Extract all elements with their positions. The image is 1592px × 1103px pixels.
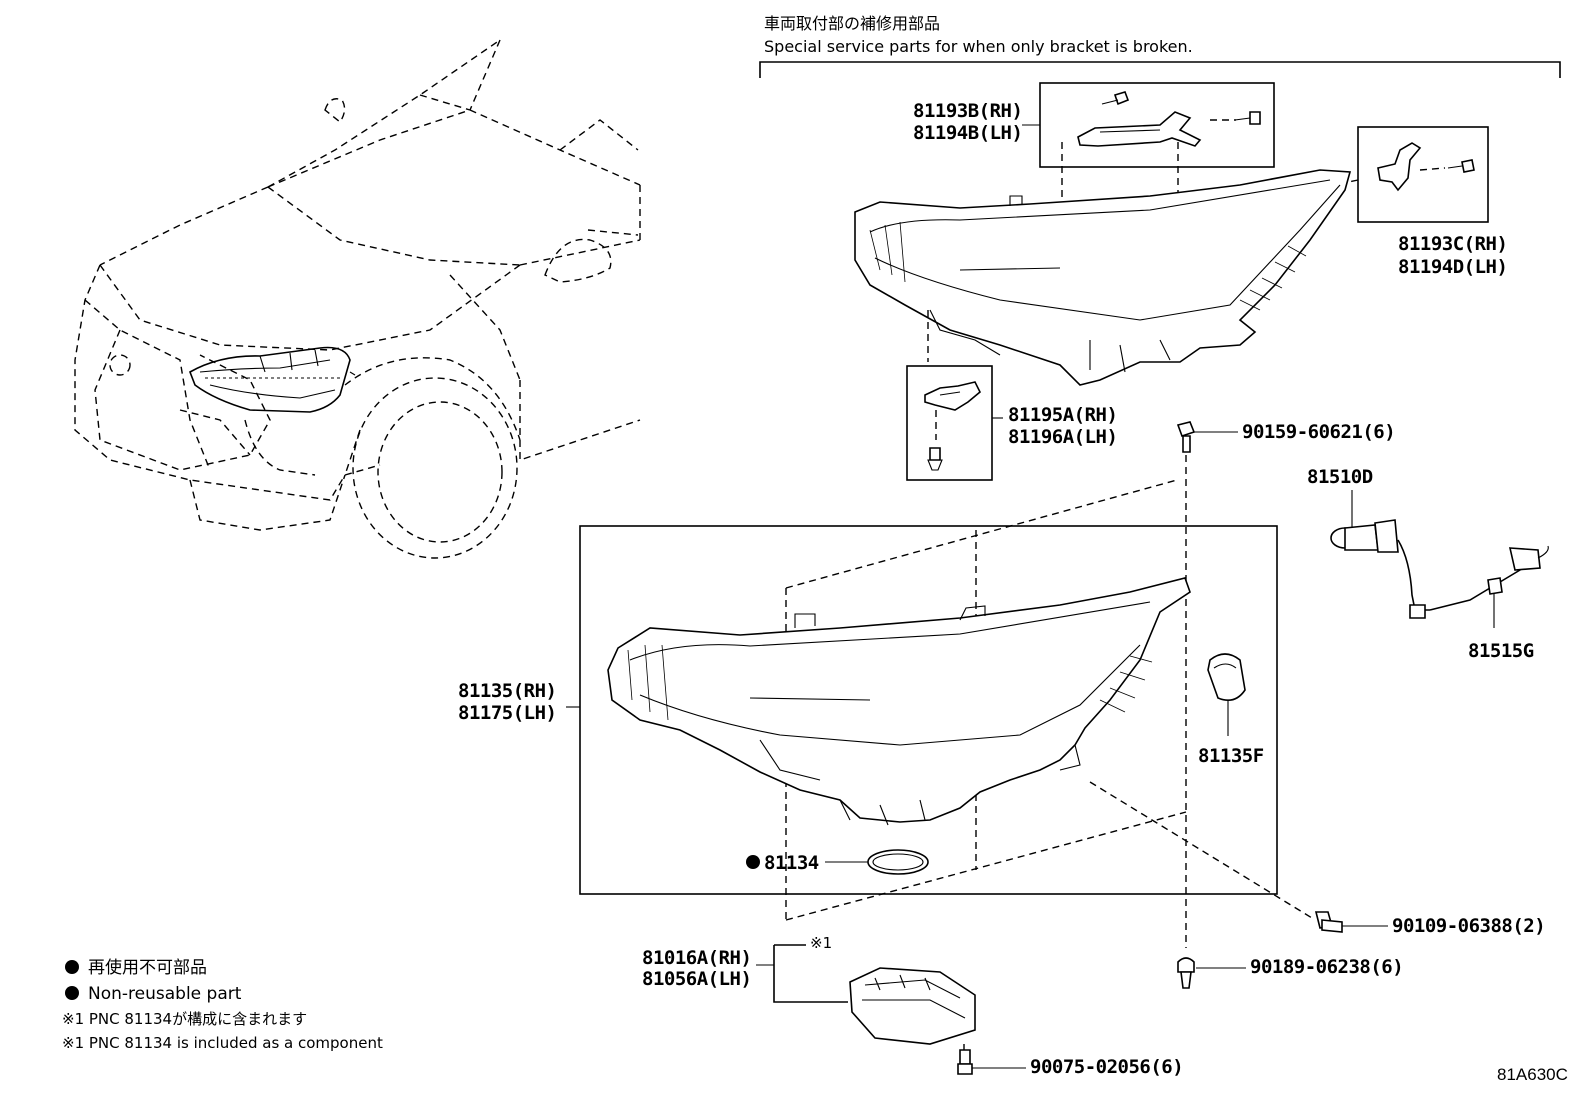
bulb-socket-81510d	[1330, 519, 1399, 553]
label-81175: 81175(LH)	[458, 702, 556, 724]
label-81016a: 81016A(RH)	[642, 947, 751, 969]
vehicle-illustration	[74, 39, 641, 559]
ecu-module-81016a	[849, 967, 976, 1045]
screw-90159-icon	[1176, 421, 1196, 453]
label-81193c: 81193C(RH)	[1398, 233, 1507, 255]
illustration-code: 81A630C	[1497, 1065, 1568, 1084]
label-81134: 81134	[764, 852, 819, 874]
screw-90109-icon	[1314, 911, 1343, 933]
note-ref-label: ※1	[810, 934, 832, 952]
bracket-81193c-group	[1319, 126, 1489, 223]
wire-harness-81515g	[1397, 539, 1549, 619]
label-81510d: 81510D	[1307, 466, 1373, 488]
label-90159: 90159-60621(6)	[1242, 421, 1395, 443]
label-81194b: 81194B(LH)	[913, 122, 1022, 144]
label-81515g: 81515G	[1468, 640, 1534, 662]
legend: 再使用不可部品 Non-reusable part ※1 PNC 81134が構…	[62, 957, 383, 1052]
legend-dot-icon-2	[65, 986, 79, 1000]
label-81135f: 81135F	[1198, 745, 1264, 767]
bracket-81193b-group	[1039, 82, 1275, 205]
label-81193b: 81193B(RH)	[913, 100, 1022, 122]
header-en: Special service parts for when only brac…	[764, 37, 1193, 56]
legend-note1-jp: ※1 PNC 81134が構成に含まれます	[62, 1010, 307, 1028]
bracket-81193b-shape	[1077, 111, 1202, 147]
legend-nonreuse-jp: 再使用不可部品	[88, 957, 207, 978]
bracket-81195a-box	[906, 365, 993, 481]
label-81194d: 81194D(LH)	[1398, 256, 1507, 278]
cover-cap-81135f	[1207, 653, 1246, 701]
label-81196a: 81196A(LH)	[1008, 426, 1117, 448]
screw-90075-icon	[957, 1049, 973, 1075]
service-parts-header: 車両取付部の補修用部品 Special service parts for wh…	[759, 14, 1561, 78]
bracket-81195a-group	[906, 365, 993, 481]
main-headlamp-housing	[607, 577, 1191, 823]
upper-headlamp-housing	[854, 169, 1352, 386]
upper-headlamp-assembly	[854, 169, 1352, 386]
bracket-81193c-shape	[1377, 142, 1422, 192]
bracket-81193c-box	[1357, 126, 1489, 223]
main-headlamp-box	[579, 525, 1278, 895]
label-81056a: 81056A(LH)	[642, 968, 751, 990]
legend-nonreuse-en: Non-reusable part	[88, 984, 242, 1004]
bracket-81195a-shape	[924, 381, 981, 411]
label-90189: 90189-06238(6)	[1250, 956, 1403, 978]
label-81195a: 81195A(RH)	[1008, 404, 1117, 426]
nonreusable-dot-icon	[746, 855, 760, 869]
clip-90189-icon	[1177, 957, 1195, 989]
label-90109: 90109-06388(2)	[1392, 915, 1545, 937]
gasket-81134	[867, 849, 929, 875]
legend-note1-en: ※1 PNC 81134 is included as a component	[62, 1034, 383, 1052]
label-81135: 81135(RH)	[458, 680, 556, 702]
legend-dot-icon-1	[65, 960, 79, 974]
label-90075: 90075-02056(6)	[1030, 1056, 1183, 1078]
header-jp: 車両取付部の補修用部品	[764, 14, 940, 33]
main-headlamp-assembly	[607, 577, 1191, 826]
